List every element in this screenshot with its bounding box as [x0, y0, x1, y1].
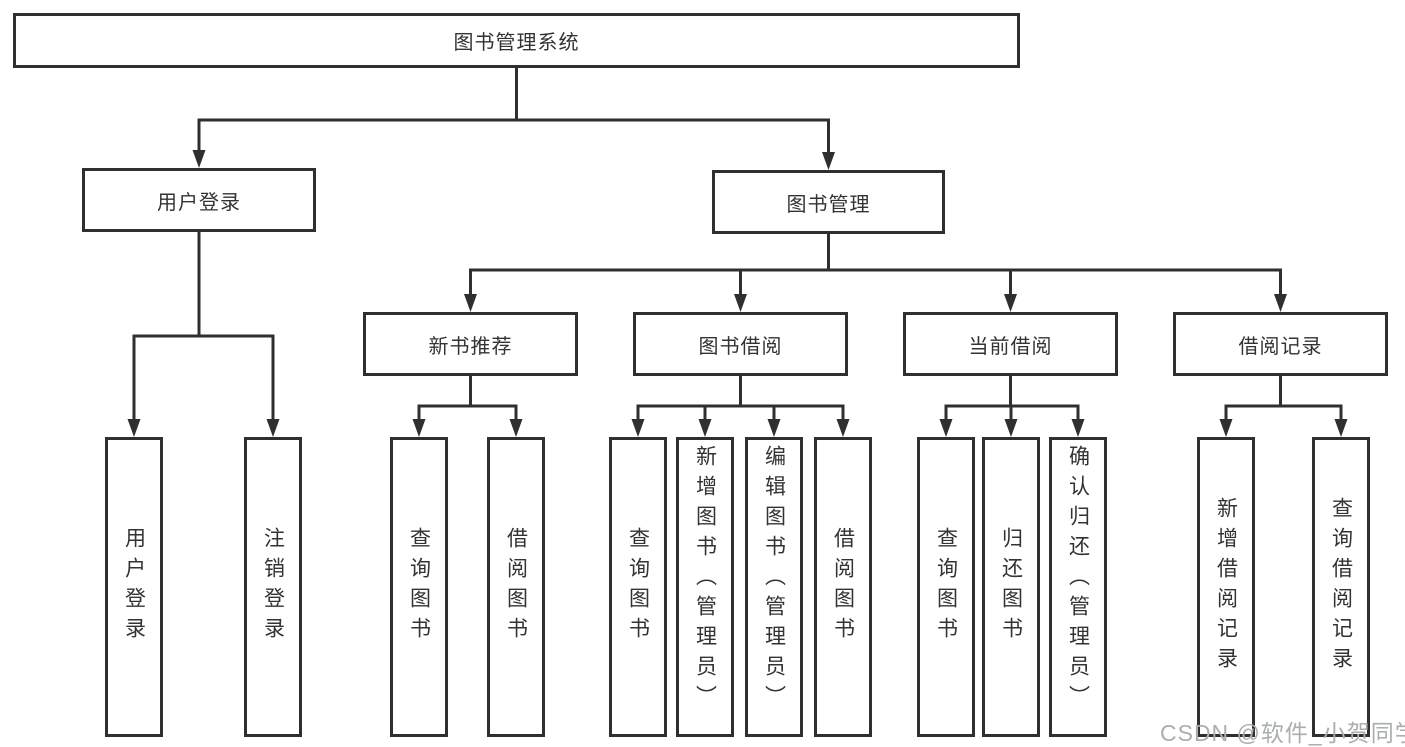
- node-library-management-system: 图书管理系统: [13, 13, 1020, 68]
- leaf-add-books-admin: 新增图书（管理员）: [676, 437, 734, 737]
- node-label: 查询图书: [626, 527, 650, 647]
- node-label: 新增图书（管理员）: [693, 445, 717, 715]
- leaf-borrow-books: 借阅图书: [814, 437, 872, 737]
- node-label: 查询图书: [934, 527, 958, 647]
- node-new-book-recommend: 新书推荐: [363, 312, 578, 376]
- node-label: 借阅图书: [831, 527, 855, 647]
- node-label: 用户登录: [157, 191, 241, 214]
- node-label: 归还图书: [999, 527, 1023, 647]
- csdn-watermark: CSDN @软件_小贺同学: [1160, 720, 1405, 746]
- node-label: 确认归还（管理员）: [1066, 445, 1090, 715]
- node-borrow-records: 借阅记录: [1173, 312, 1388, 376]
- leaf-recommend-borrow-books: 借阅图书: [487, 437, 545, 737]
- node-label: 借阅记录: [1238, 335, 1323, 358]
- leaf-borrow-query-books: 查询图书: [609, 437, 667, 737]
- node-user-login-group: 用户登录: [82, 168, 316, 232]
- leaf-logout: 注销登录: [244, 437, 302, 737]
- node-book-borrow: 图书借阅: [633, 312, 848, 376]
- leaf-user-login: 用户登录: [105, 437, 163, 737]
- node-label: 注销登录: [261, 527, 285, 647]
- node-label: 借阅图书: [504, 527, 528, 647]
- node-label: 当前借阅: [968, 335, 1053, 358]
- leaf-current-query-books: 查询图书: [917, 437, 975, 737]
- node-label: 用户登录: [122, 527, 146, 647]
- leaf-recommend-query-books: 查询图书: [390, 437, 448, 737]
- node-label: 编辑图书（管理员）: [762, 445, 786, 715]
- node-label: 新增借阅记录: [1214, 497, 1238, 677]
- leaf-return-books: 归还图书: [982, 437, 1040, 737]
- node-label: 图书管理系统: [453, 32, 580, 54]
- leaf-edit-books-admin: 编辑图书（管理员）: [745, 437, 803, 737]
- node-label: 图书借阅: [698, 335, 783, 358]
- node-book-management-group: 图书管理: [712, 170, 945, 234]
- leaf-query-borrow-record: 查询借阅记录: [1312, 437, 1370, 737]
- leaf-add-borrow-record: 新增借阅记录: [1197, 437, 1255, 737]
- leaf-confirm-return-admin: 确认归还（管理员）: [1049, 437, 1107, 737]
- node-label: 查询图书: [407, 527, 431, 647]
- node-label: 查询借阅记录: [1329, 497, 1353, 677]
- node-label: 新书推荐: [428, 335, 513, 358]
- node-label: 图书管理: [786, 193, 871, 216]
- node-current-borrow: 当前借阅: [903, 312, 1118, 376]
